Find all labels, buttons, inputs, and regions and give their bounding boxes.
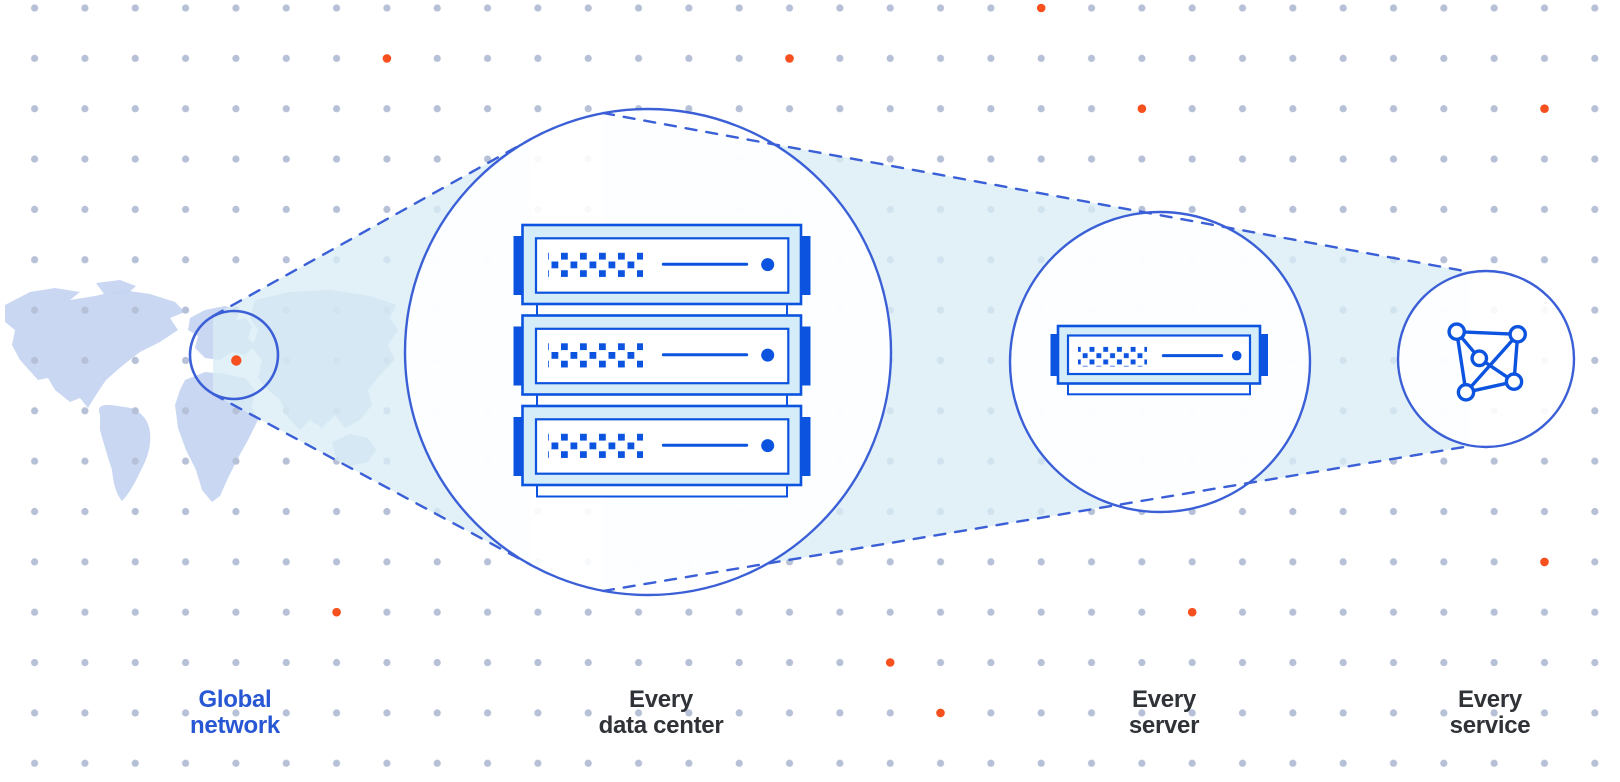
label-line-1: Every (1458, 686, 1522, 713)
label-line-1: Global (198, 686, 272, 713)
network-graph-icon (1447, 322, 1527, 402)
server-unit-1 (513, 223, 811, 317)
server-unit-3 (513, 404, 811, 498)
label-line-2: service (1449, 712, 1531, 739)
label-every-service: Every service (1450, 687, 1531, 739)
map-marker-dot (231, 355, 242, 366)
label-line-2: data center (598, 712, 724, 739)
label-every-data-center: Every data center (599, 687, 724, 739)
server-rack-icon (513, 223, 811, 498)
single-server-icon (1050, 324, 1268, 396)
label-global-network: Global network (190, 687, 280, 739)
orange-accent-dots (332, 3, 1549, 718)
label-every-server: Every server (1128, 686, 1200, 739)
label-line-1: Every (629, 686, 693, 713)
server-unit-2 (513, 314, 811, 407)
label-line-2: network (190, 712, 280, 739)
label-line-1: Every (1132, 686, 1196, 713)
dashed-zoom-lines (211, 111, 1472, 593)
map-highlight-circle (188, 309, 280, 401)
label-line-2: server (1128, 712, 1200, 739)
